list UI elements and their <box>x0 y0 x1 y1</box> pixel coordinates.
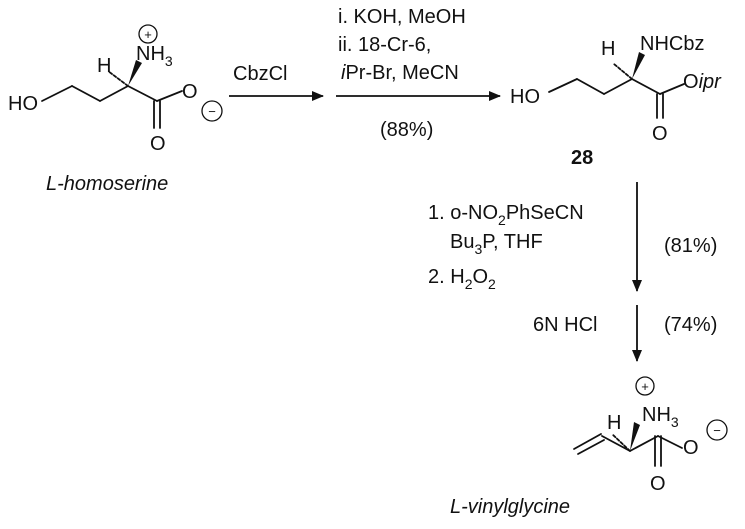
hydroxyl-label: HO <box>8 93 38 115</box>
positive-charge-icon <box>138 24 158 44</box>
bond-c-calpha <box>99 85 129 102</box>
wedge-bond-n <box>128 60 142 86</box>
bond-vinyl-double-a <box>573 433 602 450</box>
yield-step4: (74%) <box>664 314 717 336</box>
bond-c-o-single <box>657 435 683 449</box>
compound-28-structure: HO H NHCbz Oipr O 28 <box>510 33 722 169</box>
hash-bond-h <box>107 70 129 87</box>
hash-bond-h <box>613 63 633 80</box>
nhcbz-label: NHCbz <box>640 33 704 55</box>
hydrogen-label: H <box>97 55 111 77</box>
carbonyl-o-label: O <box>150 133 166 155</box>
carbonyl-o-label: O <box>650 473 666 495</box>
yield-step3: (81%) <box>664 235 717 257</box>
wedge-bond-n <box>632 52 645 79</box>
bond-c-c <box>576 78 605 95</box>
reagent-line-selenocyanate: 1. o-NO2PhSeCN <box>428 202 584 228</box>
hydrogen-label: H <box>601 38 615 60</box>
hydroxyl-label: HO <box>510 86 540 108</box>
reagent-hcl: 6N HCl <box>533 314 597 336</box>
l-vinylglycine-name: L-vinylglycine <box>450 496 570 518</box>
hash-bond-h <box>611 433 631 452</box>
reagent-line-koh: i. KOH, MeOH <box>338 6 466 28</box>
bond-c-calpha <box>603 78 633 95</box>
l-vinylglycine-structure: H NH3 + O − O L-vinylglycine <box>450 376 728 518</box>
carboxylate-o-label: O <box>182 81 198 103</box>
bond-vinyl-double-b <box>577 439 605 455</box>
minus-sign: − <box>713 423 721 438</box>
bond-c-o-single <box>156 90 183 102</box>
l-homoserine-name: L-homoserine <box>46 173 168 195</box>
yield-step2: (88%) <box>380 119 433 141</box>
reagent-line-iprbr: iPr-Br, MeCN <box>341 62 459 84</box>
l-homoserine-structure: HO H NH3 + O − O L-homoserine <box>8 24 223 195</box>
plus-sign: + <box>641 379 649 394</box>
hydrogen-label: H <box>607 412 621 434</box>
reagent-cbzcl: CbzCl <box>233 63 287 85</box>
plus-sign: + <box>144 27 152 42</box>
minus-sign: − <box>208 104 216 119</box>
carboxylate-o-label: O <box>683 437 699 459</box>
negative-charge-icon <box>706 419 728 441</box>
ammonium-label: NH3 <box>642 404 679 430</box>
bond-vinyl-calpha <box>601 435 631 452</box>
compound-number-28: 28 <box>571 147 593 169</box>
bond-calpha-ccarboxyl <box>631 78 661 95</box>
bond-o-c <box>548 78 578 93</box>
wedge-bond-n <box>630 422 640 451</box>
reagent-line-crown: ii. 18-Cr-6, <box>338 34 431 56</box>
reagent-line-peroxide: 2. H2O2 <box>428 266 496 292</box>
positive-charge-icon <box>635 376 655 396</box>
bond-calpha-ccarboxyl <box>629 435 659 452</box>
carbonyl-o-label: O <box>652 123 668 145</box>
ester-o-label: Oipr <box>683 71 722 93</box>
bond-c-c <box>71 85 101 102</box>
bond-c-o-single <box>659 83 685 95</box>
bond-o-c <box>41 85 73 102</box>
ammonium-label: NH3 <box>136 43 173 69</box>
reagent-line-phosphine: Bu3P, THF <box>450 231 543 257</box>
negative-charge-icon <box>201 100 223 122</box>
bond-calpha-ccarboxyl <box>127 85 158 102</box>
